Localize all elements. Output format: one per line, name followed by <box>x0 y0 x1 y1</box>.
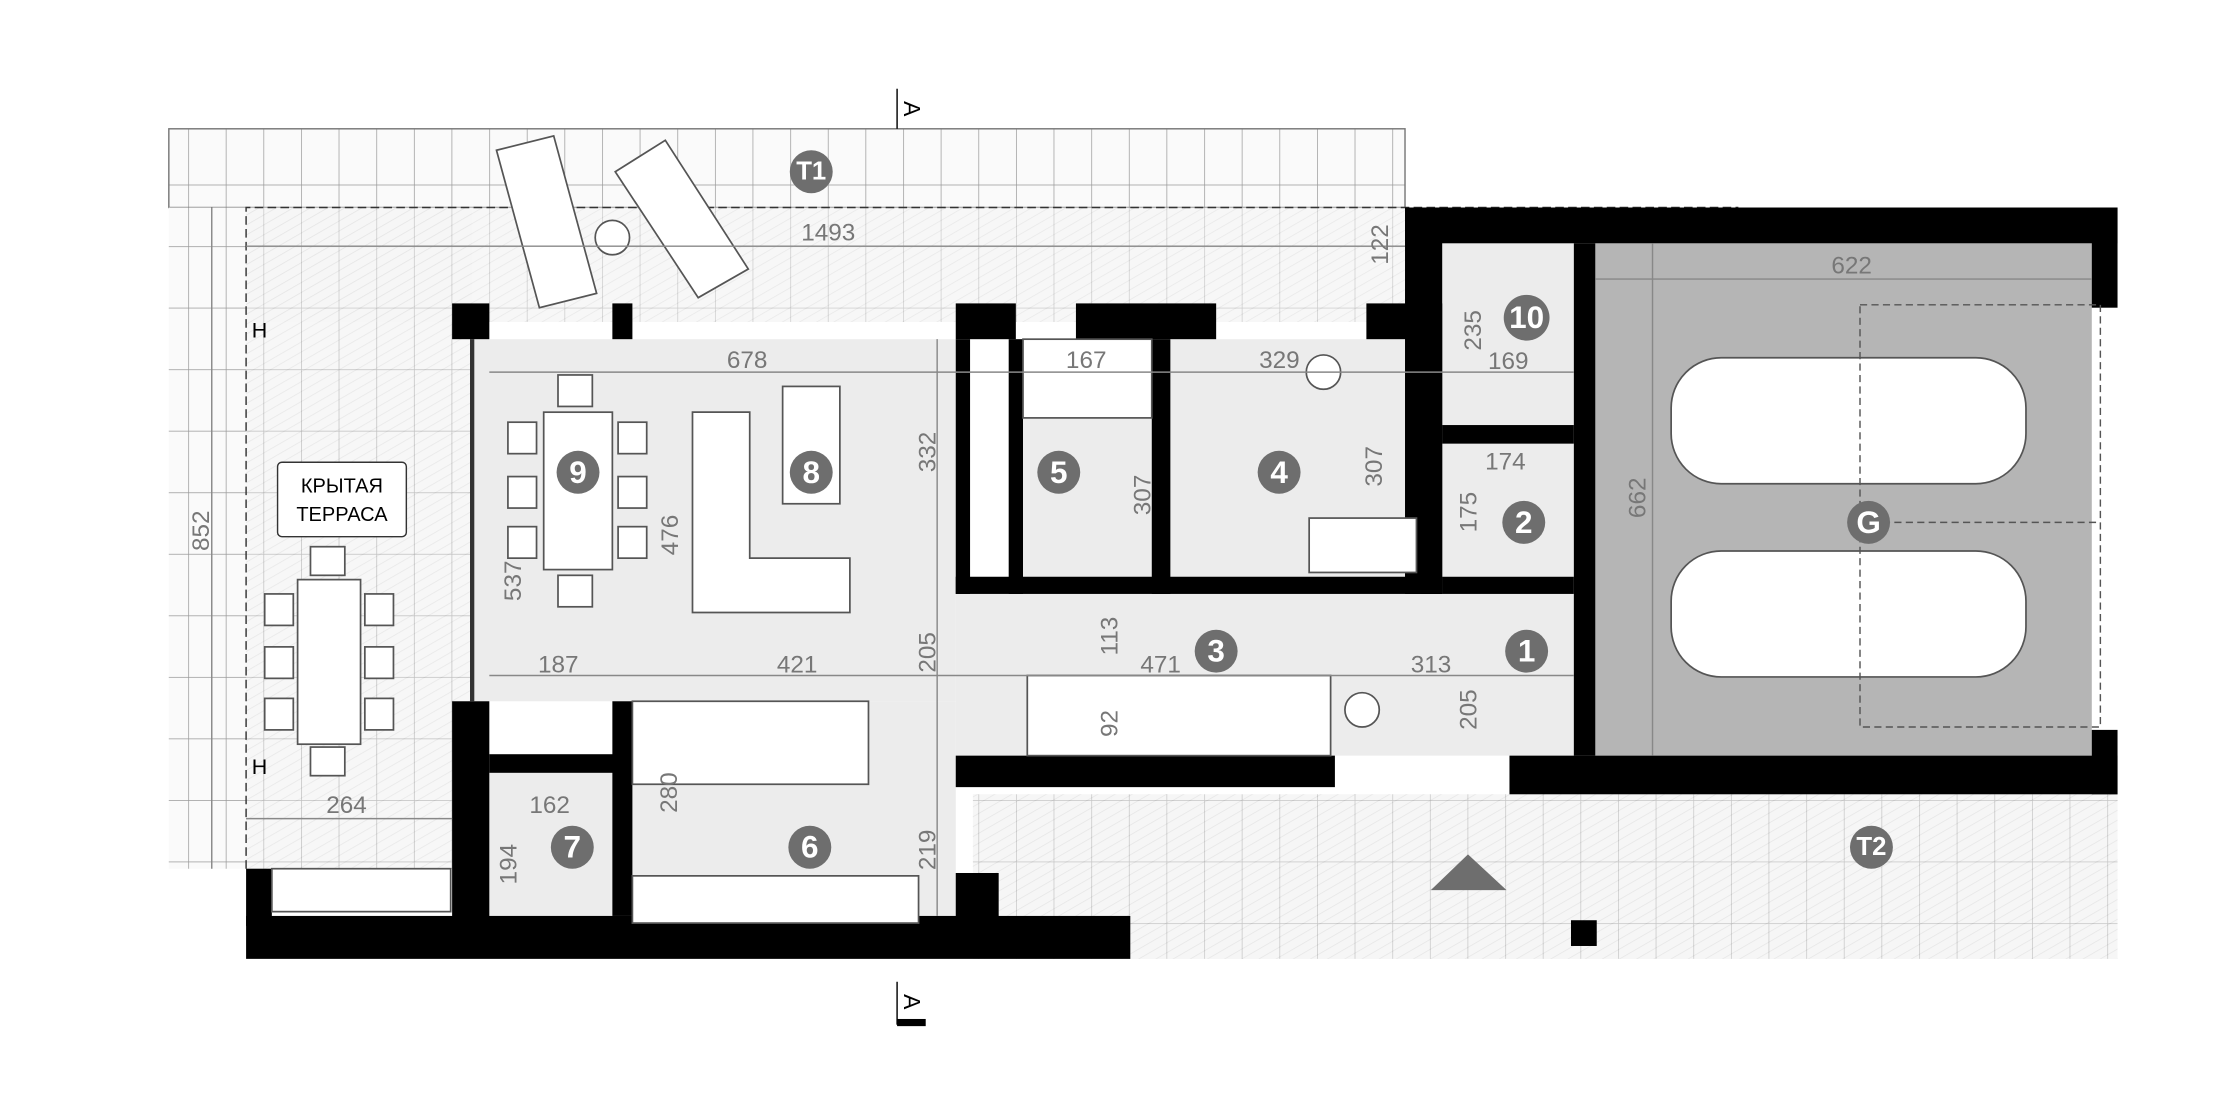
dim-329: 329 <box>1259 347 1300 374</box>
level-mark-bottom: H <box>252 755 267 779</box>
room-number: T1 <box>796 158 826 186</box>
entrance-arrow-icon <box>1430 854 1507 891</box>
dim-174: 174 <box>1485 448 1526 475</box>
room-markers: 1 2 3 4 5 6 7 8 9 10 G T1 T2 <box>550 150 1893 869</box>
dim-471: 471 <box>1140 652 1181 679</box>
room-number: 5 <box>1050 455 1068 490</box>
furniture <box>263 134 2102 924</box>
dim-162: 162 <box>529 792 570 819</box>
dim-205-hall: 205 <box>1456 689 1483 730</box>
room-marker-g: G <box>1847 500 1891 544</box>
dim-235: 235 <box>1460 310 1487 351</box>
room-number: T2 <box>1856 833 1886 861</box>
room-marker-6: 6 <box>788 825 832 869</box>
dim-307-room4: 307 <box>1361 446 1388 487</box>
room-number: 2 <box>1515 505 1533 540</box>
dim-476: 476 <box>657 515 684 556</box>
room-number: G <box>1856 505 1880 540</box>
section-mark-top: A <box>899 101 925 117</box>
room-number: 9 <box>569 455 587 490</box>
room-number: 3 <box>1207 634 1225 669</box>
room-number: 8 <box>802 455 820 490</box>
room-number: 7 <box>564 830 582 865</box>
room-marker-4: 4 <box>1257 450 1301 494</box>
dim-187: 187 <box>538 652 579 679</box>
dim-264: 264 <box>326 792 367 819</box>
room-marker-1: 1 <box>1505 629 1549 673</box>
terrace-label-line1: КРЫТАЯ <box>301 475 383 497</box>
dim-219: 219 <box>915 830 942 871</box>
dim-622: 622 <box>1831 252 1872 279</box>
room-marker-t2: T2 <box>1849 825 1893 869</box>
dim-1493: 1493 <box>801 219 855 246</box>
dim-852: 852 <box>188 510 215 551</box>
section-mark-bottom: A <box>899 994 925 1010</box>
room-marker-t1: T1 <box>789 150 833 194</box>
room-number: 10 <box>1509 300 1544 335</box>
dim-313: 313 <box>1411 652 1452 679</box>
dim-332: 332 <box>915 432 942 473</box>
dim-537: 537 <box>500 560 527 601</box>
room-marker-10: 10 <box>1503 294 1550 341</box>
room-marker-8: 8 <box>789 450 833 494</box>
room-number: 6 <box>801 830 819 865</box>
dim-169: 169 <box>1488 348 1529 375</box>
room-number: 4 <box>1270 455 1288 490</box>
dim-92: 92 <box>1096 710 1123 737</box>
dim-122: 122 <box>1367 224 1394 265</box>
dim-205-living: 205 <box>915 632 942 673</box>
dim-678: 678 <box>727 347 768 374</box>
room-marker-7: 7 <box>550 825 594 869</box>
room-marker-3: 3 <box>1194 629 1238 673</box>
room-marker-5: 5 <box>1037 450 1081 494</box>
covered-terrace-label: КРЫТАЯ ТЕРРАСА <box>276 461 408 538</box>
dim-307-bath: 307 <box>1129 475 1156 516</box>
level-mark-top: H <box>252 319 267 343</box>
dim-662: 662 <box>1624 477 1651 518</box>
terrace-t2 <box>972 794 2118 959</box>
dim-280: 280 <box>656 772 683 813</box>
section-marks: A A H H <box>252 88 926 1027</box>
room-marker-9: 9 <box>556 450 600 494</box>
room-marker-2: 2 <box>1502 500 1546 544</box>
dim-194: 194 <box>496 844 523 885</box>
room-number: 1 <box>1518 634 1536 669</box>
garage-floor <box>1595 243 2092 756</box>
dimension-labels: 1493 122 678 167 329 235 169 622 662 174… <box>188 219 1872 884</box>
dim-175: 175 <box>1456 492 1483 533</box>
dimension-lines <box>211 207 2092 916</box>
terrace-t1 <box>168 128 1739 869</box>
dim-167: 167 <box>1066 347 1107 374</box>
terrace-label-line2: ТЕРРАСА <box>296 504 388 526</box>
dim-113: 113 <box>1096 617 1123 656</box>
dim-421: 421 <box>777 652 818 679</box>
